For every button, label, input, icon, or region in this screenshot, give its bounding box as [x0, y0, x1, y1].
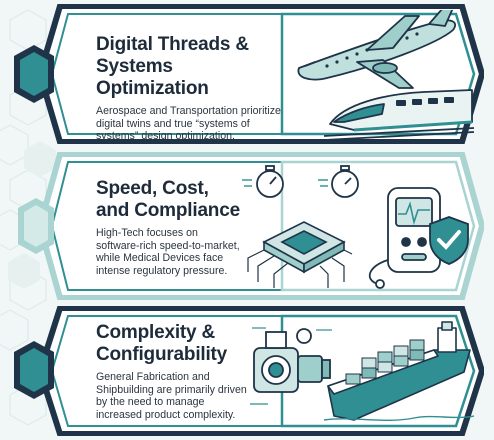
panel-description: High-Tech focuses on software-rich speed… — [96, 227, 240, 277]
mechanical-part-icon — [250, 327, 332, 405]
hexagon-badge — [14, 341, 54, 399]
panel-title: Digital Threads & Systems Optimization — [96, 34, 249, 99]
panel-title: Speed, Cost, and Compliance — [96, 178, 240, 221]
shield-check-icon — [429, 216, 469, 265]
panel-title: Complexity & Configurability — [96, 322, 228, 365]
panel-description: General Fabrication and Shipbuilding are… — [96, 371, 247, 421]
panel-description: Aerospace and Transportation prioritize … — [96, 105, 281, 143]
panel-complexity-configurability: Complexity & Configurability General Fab… — [14, 306, 484, 436]
hexagon-badge — [18, 198, 54, 254]
airplane-icon — [297, 10, 457, 89]
microchip-icon — [247, 221, 353, 288]
hexagon-badge — [14, 45, 54, 103]
medical-device-icon — [368, 187, 441, 289]
high-speed-train-icon — [324, 89, 474, 141]
stopwatch-icon — [242, 165, 359, 198]
panel-speed-cost-compliance: Speed, Cost, and Compliance High-Tech fo… — [18, 152, 484, 300]
panel-digital-threads: Digital Threads & Systems Optimization A… — [14, 4, 484, 144]
cargo-ship-icon — [324, 321, 474, 422]
